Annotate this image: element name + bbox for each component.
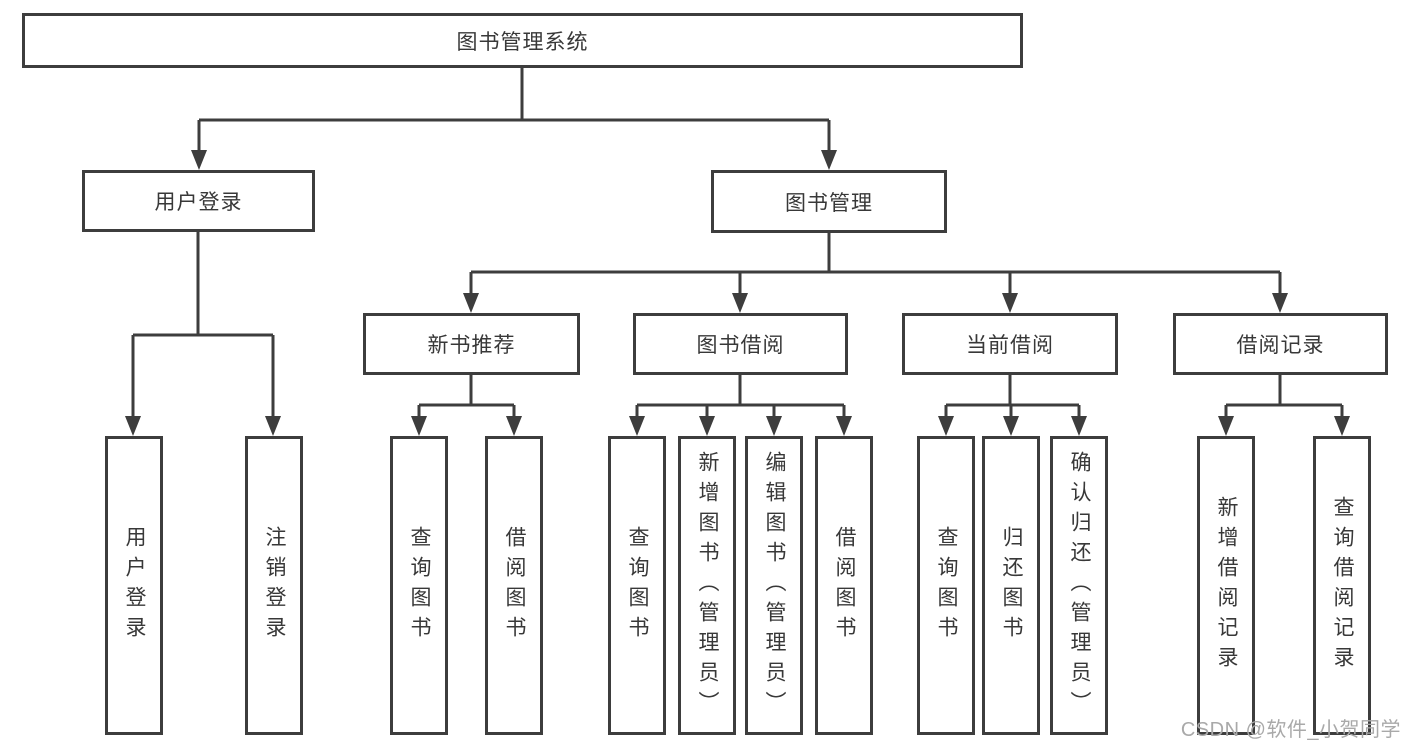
leaf-borrow-book-label: 借阅图书 [833, 525, 856, 646]
leaf-return-book: 归还图书 [982, 436, 1040, 735]
node-current-borrow-label: 当前借阅 [966, 334, 1054, 357]
leaf-confirm-return-admin-label: 确认归还（管理员） [1068, 450, 1091, 721]
leaf-edit-book-admin: 编辑图书（管理员） [745, 436, 803, 735]
leaf-recommend-query-book-label: 查询图书 [408, 525, 431, 646]
leaf-confirm-return-admin: 确认归还（管理员） [1050, 436, 1108, 735]
leaf-user-login: 用户登录 [105, 436, 163, 735]
leaf-user-login-label: 用户登录 [123, 525, 146, 646]
node-book-management: 图书管理 [711, 170, 947, 233]
leaf-query-borrow-record-label: 查询借阅记录 [1331, 495, 1354, 676]
leaf-current-query-book: 查询图书 [917, 436, 975, 735]
leaf-borrow-query-book-label: 查询图书 [626, 525, 649, 646]
node-current-borrow: 当前借阅 [902, 313, 1118, 375]
node-book-borrow-label: 图书借阅 [696, 334, 785, 357]
node-book-borrow: 图书借阅 [633, 313, 848, 375]
leaf-add-borrow-record-label: 新增借阅记录 [1215, 495, 1238, 676]
node-library-system: 图书管理系统 [22, 13, 1023, 68]
leaf-return-book-label: 归还图书 [1000, 525, 1023, 646]
leaf-add-book-admin-label: 新增图书（管理员） [696, 450, 719, 721]
leaf-recommend-borrow-book: 借阅图书 [485, 436, 543, 735]
leaf-edit-book-admin-label: 编辑图书（管理员） [763, 450, 786, 721]
leaf-logout: 注销登录 [245, 436, 303, 735]
leaf-logout-label: 注销登录 [263, 525, 286, 646]
leaf-current-query-book-label: 查询图书 [935, 525, 958, 646]
node-borrow-record: 借阅记录 [1173, 313, 1388, 375]
leaf-query-borrow-record: 查询借阅记录 [1313, 436, 1371, 735]
leaf-add-book-admin: 新增图书（管理员） [678, 436, 736, 735]
node-new-book-recommend: 新书推荐 [363, 313, 580, 375]
leaf-recommend-borrow-book-label: 借阅图书 [503, 525, 526, 646]
node-borrow-record-label: 借阅记录 [1236, 334, 1325, 357]
csdn-watermark: CSDN @软件_小贺同学 [1180, 719, 1401, 741]
leaf-recommend-query-book: 查询图书 [390, 436, 448, 735]
node-new-book-recommend-label: 新书推荐 [427, 334, 516, 357]
leaf-borrow-query-book: 查询图书 [608, 436, 666, 735]
node-user-login-label: 用户登录 [154, 191, 243, 214]
leaf-borrow-book: 借阅图书 [815, 436, 873, 735]
node-user-login: 用户登录 [82, 170, 315, 232]
node-library-system-label: 图书管理系统 [456, 30, 589, 54]
leaf-add-borrow-record: 新增借阅记录 [1197, 436, 1255, 735]
node-book-management-label: 图书管理 [785, 191, 873, 215]
